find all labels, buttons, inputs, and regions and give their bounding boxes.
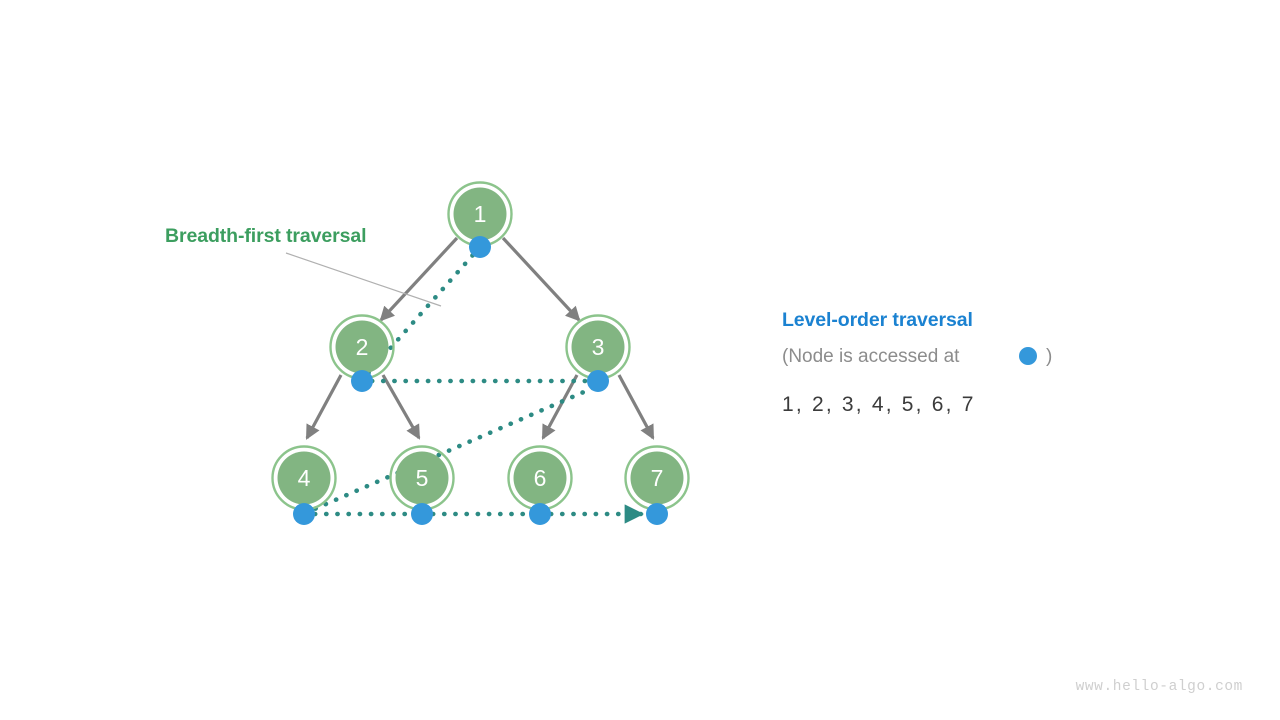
visit-dot-node-6[interactable] [529,503,551,525]
tree-node-4[interactable]: 4 [271,445,337,511]
tree-edge-2-4 [305,374,343,440]
node-label: 2 [356,334,369,360]
visit-dots [293,236,668,525]
legend-note-suffix: ) [1046,346,1052,367]
node-circle [453,187,507,241]
legend-panel: Level-order traversal (Node is accessed … [782,309,1052,416]
visit-dot-node-1[interactable] [469,236,491,258]
visit-dot-node-7[interactable] [646,503,668,525]
tree-edge-1-2 [379,236,459,322]
tree-edge-3-7 [617,374,655,440]
caption-leader-line [285,252,442,307]
legend-visit-dot-icon [1019,347,1037,365]
node-label: 1 [474,201,487,227]
node-label: 7 [651,465,664,491]
tree-edge-1-3 [501,236,581,322]
legend-sequence: 1, 2, 3, 4, 5, 6, 7 [782,393,976,416]
tree-nodes: 1 2 3 4 5 6 7 [271,181,690,511]
watermark: www.hello-algo.com [1076,679,1243,695]
tree-node-1[interactable]: 1 [447,181,513,247]
legend-note-prefix: (Node is accessed at [782,346,960,367]
tree-node-6[interactable]: 6 [507,445,573,511]
node-circle [571,320,625,374]
node-label: 4 [298,465,311,491]
tree-edge-3-6 [541,374,579,440]
node-circle [335,320,389,374]
visit-dot-node-3[interactable] [587,370,609,392]
node-circle [395,451,449,505]
visit-dot-node-5[interactable] [411,503,433,525]
node-circle [277,451,331,505]
node-label: 5 [416,465,429,491]
node-label: 6 [534,465,547,491]
legend-title: Level-order traversal [782,309,973,331]
tree-edge-2-5 [381,374,421,440]
bfs-caption-label: Breadth-first traversal [165,225,366,247]
path-segment-3-4 [307,385,596,514]
node-label: 3 [592,334,605,360]
tree-node-5[interactable]: 5 [389,445,455,511]
node-circle [630,451,684,505]
tree-node-2[interactable]: 2 [329,314,395,380]
node-circle [513,451,567,505]
tree-node-7[interactable]: 7 [624,445,690,511]
tree-node-3[interactable]: 3 [565,314,631,380]
visit-dot-node-4[interactable] [293,503,315,525]
visit-dot-node-2[interactable] [351,370,373,392]
tree-edges [305,236,655,440]
